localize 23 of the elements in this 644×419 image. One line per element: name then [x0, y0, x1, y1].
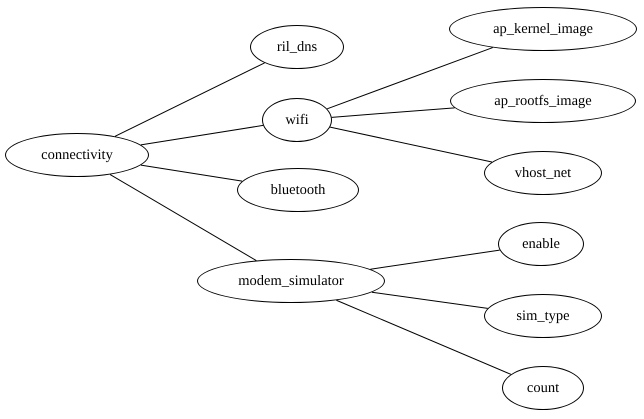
connector-line [371, 292, 488, 309]
ellipse-node [262, 98, 332, 142]
connector-line [326, 47, 494, 110]
node-label: sim_type [516, 308, 570, 324]
connector-line [370, 250, 500, 270]
connector-line [140, 164, 243, 182]
connector-line [336, 300, 512, 375]
connector-line [140, 124, 264, 146]
node-label: count [526, 380, 560, 396]
connector-line [331, 107, 456, 118]
node-label: ril_dns [276, 38, 318, 56]
node-label: enable [522, 236, 560, 252]
node-label: ap_rootfs_image [494, 92, 592, 110]
node-label: ap_kernel_image [493, 20, 593, 38]
connector-line [114, 62, 266, 137]
node-label: bluetooth [270, 182, 326, 198]
connector-line [330, 126, 492, 162]
ellipse-node [502, 366, 584, 410]
connector-line [110, 174, 257, 262]
node-label: modem_simulator [238, 272, 344, 290]
node-label: connectivity [41, 146, 113, 164]
node-label: wifi [285, 112, 309, 128]
node-label: vhost_net [514, 164, 572, 182]
